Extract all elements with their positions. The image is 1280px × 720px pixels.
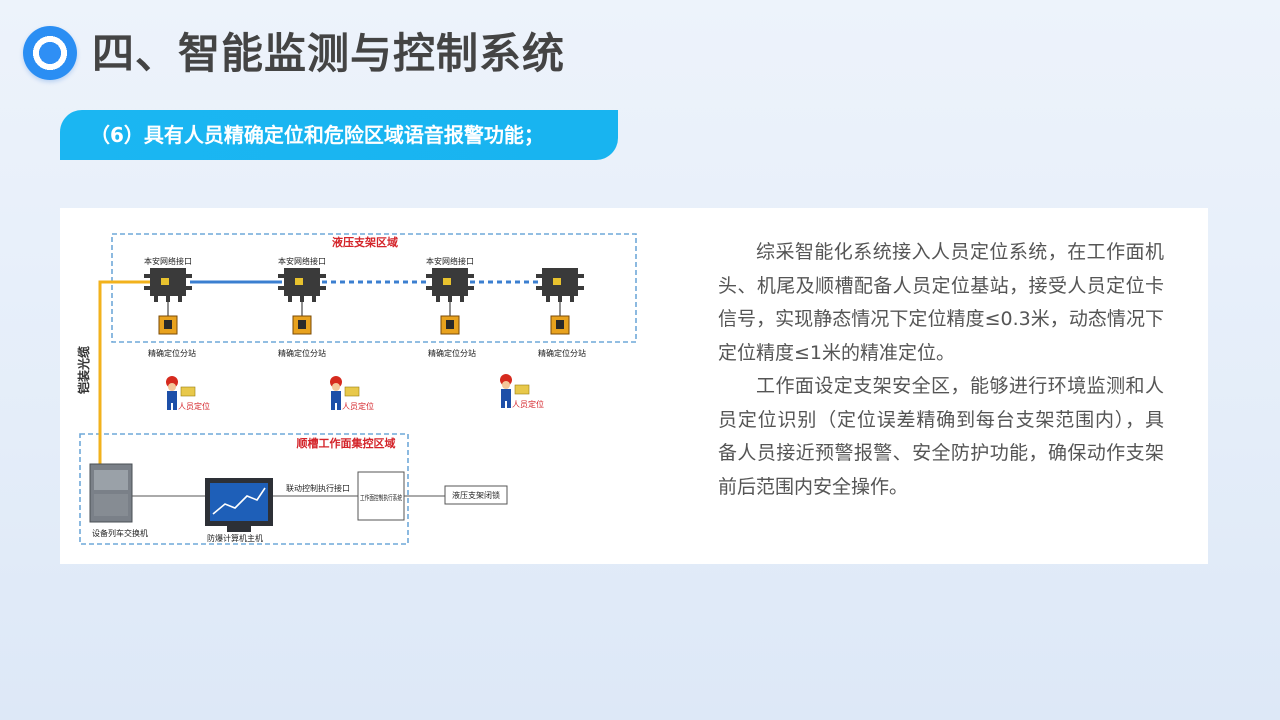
section-banner: （6）具有人员精确定位和危险区域语音报警功能； (60, 110, 618, 160)
svg-text:设备列车交换机: 设备列车交换机 (92, 528, 148, 538)
control-zone (79, 433, 409, 545)
train-switch: 设备列车交换机 (89, 463, 148, 538)
lock-label: 液压支架闭锁 (452, 490, 500, 500)
svg-text:精确定位分站: 精确定位分站 (148, 348, 196, 358)
svg-text:精确定位分站: 精确定位分站 (428, 348, 476, 358)
system-diagram: 液压支架区域 顺槽工作面集控区域 铠装光缆 本安网络接口 精确定位分站 本安网络… (76, 233, 637, 545)
description-paragraph: 综采智能化系统接入人员定位系统，在工作面机头、机尾及顺槽配备人员定位基站，接受人… (718, 241, 1164, 364)
svg-text:防爆计算机主机: 防爆计算机主机 (207, 533, 263, 543)
svg-text:人员定位: 人员定位 (178, 401, 210, 411)
positioning-substation: 本安网络接口 精确定位分站 (144, 256, 196, 358)
worker-icon: 人员定位 (500, 374, 544, 409)
lock-box (444, 485, 508, 505)
worker-icon: 人员定位 (330, 376, 374, 411)
svg-text:精确定位分站: 精确定位分站 (538, 348, 586, 358)
section-banner-text: （6）具有人员精确定位和危险区域语音报警功能； (90, 123, 544, 147)
bottom-zone-label: 顺槽工作面集控区域 (297, 436, 396, 450)
logo-icon (23, 26, 77, 80)
svg-text:人员定位: 人员定位 (342, 401, 374, 411)
svg-text:本安网络接口: 本安网络接口 (278, 256, 326, 266)
svg-text:人员定位: 人员定位 (512, 399, 544, 409)
page-title: 四、智能监测与控制系统 (92, 29, 566, 78)
executor-label: 工作面控制执行系统 (360, 493, 402, 502)
explosion-proof-computer: 防爆计算机主机 (205, 478, 273, 543)
link-label: 联动控制执行接口 (286, 483, 350, 493)
svg-text:精确定位分站: 精确定位分站 (278, 348, 326, 358)
description: 综采智能化系统接入人员定位系统，在工作面机头、机尾及顺槽配备人员定位基站，接受人… (718, 236, 1164, 504)
positioning-substation: 本安网络接口 精确定位分站 (426, 256, 476, 358)
fiber-label: 铠装光缆 (76, 346, 91, 394)
fiber-cable (98, 280, 150, 470)
top-zone-label: 液压支架区域 (332, 235, 398, 249)
svg-text:本安网络接口: 本安网络接口 (144, 256, 192, 266)
hydraulic-support-zone (111, 233, 637, 343)
svg-text:本安网络接口: 本安网络接口 (426, 256, 474, 266)
positioning-substation: 精确定位分站 (536, 268, 586, 358)
positioning-substation: 本安网络接口 精确定位分站 (278, 256, 326, 358)
worker-icon: 人员定位 (166, 376, 210, 411)
description-paragraph: 工作面设定支架安全区，能够进行环境监测和人员定位识别（定位误差精确到每台支架范围… (718, 375, 1164, 498)
content-card: 液压支架区域 顺槽工作面集控区域 铠装光缆 本安网络接口 精确定位分站 本安网络… (60, 208, 1208, 564)
